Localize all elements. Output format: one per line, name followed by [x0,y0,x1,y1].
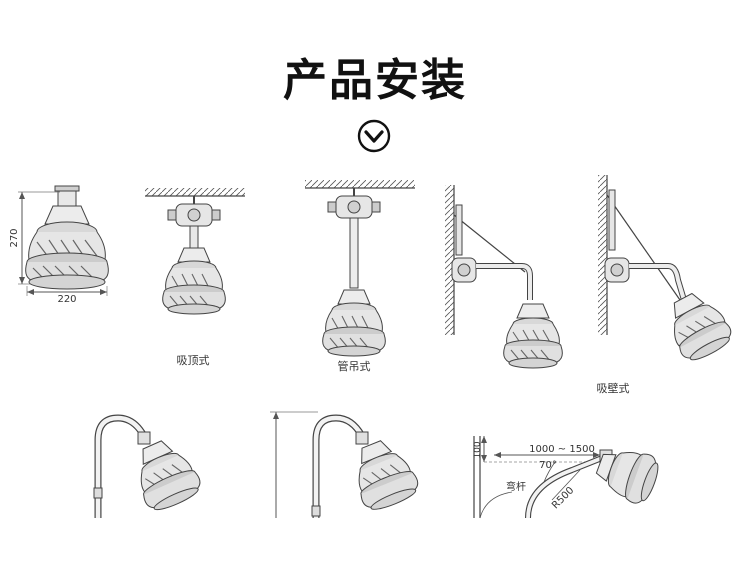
lamp-icon [503,303,563,369]
lamp-icon [673,292,732,361]
label-ceiling: 吸顶式 [177,354,210,367]
figure-bracket-dimensions: 100 1000 ~ 1500 70° 弯杆 R500 [473,436,659,519]
figure-ceiling-mount: 吸顶式 [145,188,245,367]
figure-ceiling-dimensions: 270 220 [9,185,109,305]
figure-wall-mount-a [445,185,563,369]
radius-label: R500 [550,485,576,511]
label-wall: 吸壁式 [597,381,630,395]
lamp-icon [358,440,419,510]
dim-height-label: 270 [9,228,20,247]
figure-wall-mount-b: 吸壁式 [597,175,732,395]
bend-label: 弯杆 [506,480,526,493]
figure-pendant-mount: 管吊式 [305,180,415,373]
angle-label: 70° [539,460,557,471]
lamp-icon [25,185,109,290]
page-title: 产品安装 [283,55,467,106]
dim-vertical-label: 100 [473,441,483,458]
figure-pole-mount-a [93,414,201,518]
lamp-icon [595,452,659,504]
label-pendant: 管吊式 [338,359,371,373]
lamp-icon [140,440,201,511]
chevron-down-circle-icon[interactable] [356,118,392,154]
dim-span-label: 1000 ~ 1500 [529,444,595,455]
lamp-icon [162,247,226,315]
figure-pole-mount-b [270,411,419,518]
dim-width-label: 220 [57,294,76,305]
lamp-icon [322,289,386,357]
